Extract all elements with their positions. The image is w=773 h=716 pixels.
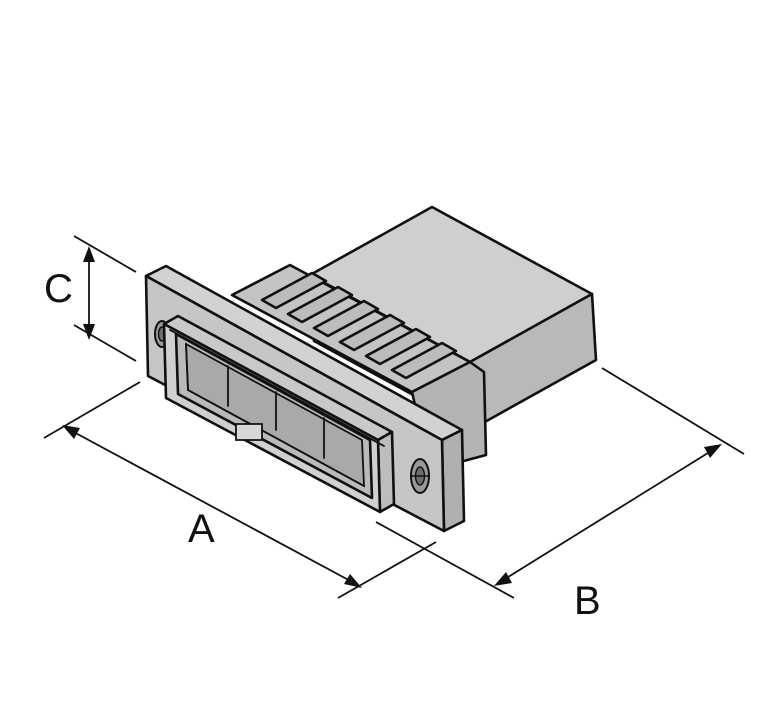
latch-ribs (230, 263, 488, 472)
dimension-a (43, 381, 437, 599)
screw-right-icon (410, 458, 430, 494)
front-shroud (162, 314, 396, 514)
dimension-c (73, 235, 137, 362)
dimension-b-label: B (574, 579, 601, 623)
dimension-c-label: C (44, 267, 73, 311)
dimension-a-label: A (188, 507, 215, 551)
dimension-b (375, 367, 745, 599)
